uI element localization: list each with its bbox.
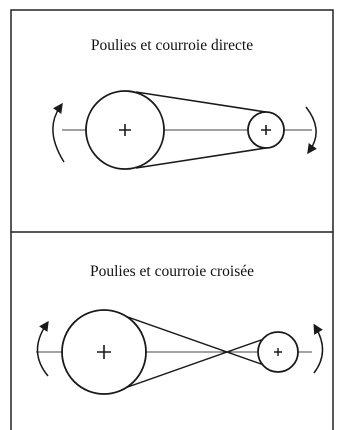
large-pulley-center-mark (97, 345, 111, 359)
large-pulley-center-mark (119, 124, 131, 136)
rotation-arrow-left (36, 320, 49, 377)
small-pulley-center-mark (274, 348, 282, 356)
rotation-arrow-left (52, 102, 65, 163)
rotation-arrow-right (305, 106, 317, 155)
belt-cross-2 (107, 333, 279, 395)
frame-border (10, 9, 334, 430)
panel-direct-belt: Poulies et courroie directe (52, 37, 317, 170)
small-pulley-center-mark (261, 125, 271, 135)
belt-cross-1 (107, 309, 279, 371)
panel-title-direct: Poulies et courroie directe (91, 37, 253, 54)
rotation-arrow-right (313, 323, 324, 374)
belt-upper (135, 91, 267, 113)
panel-crossed-belt: Poulies et courroie croisée (36, 263, 324, 395)
panel-title-crossed: Poulies et courroie croisée (90, 263, 254, 280)
belt-lower (135, 147, 267, 169)
